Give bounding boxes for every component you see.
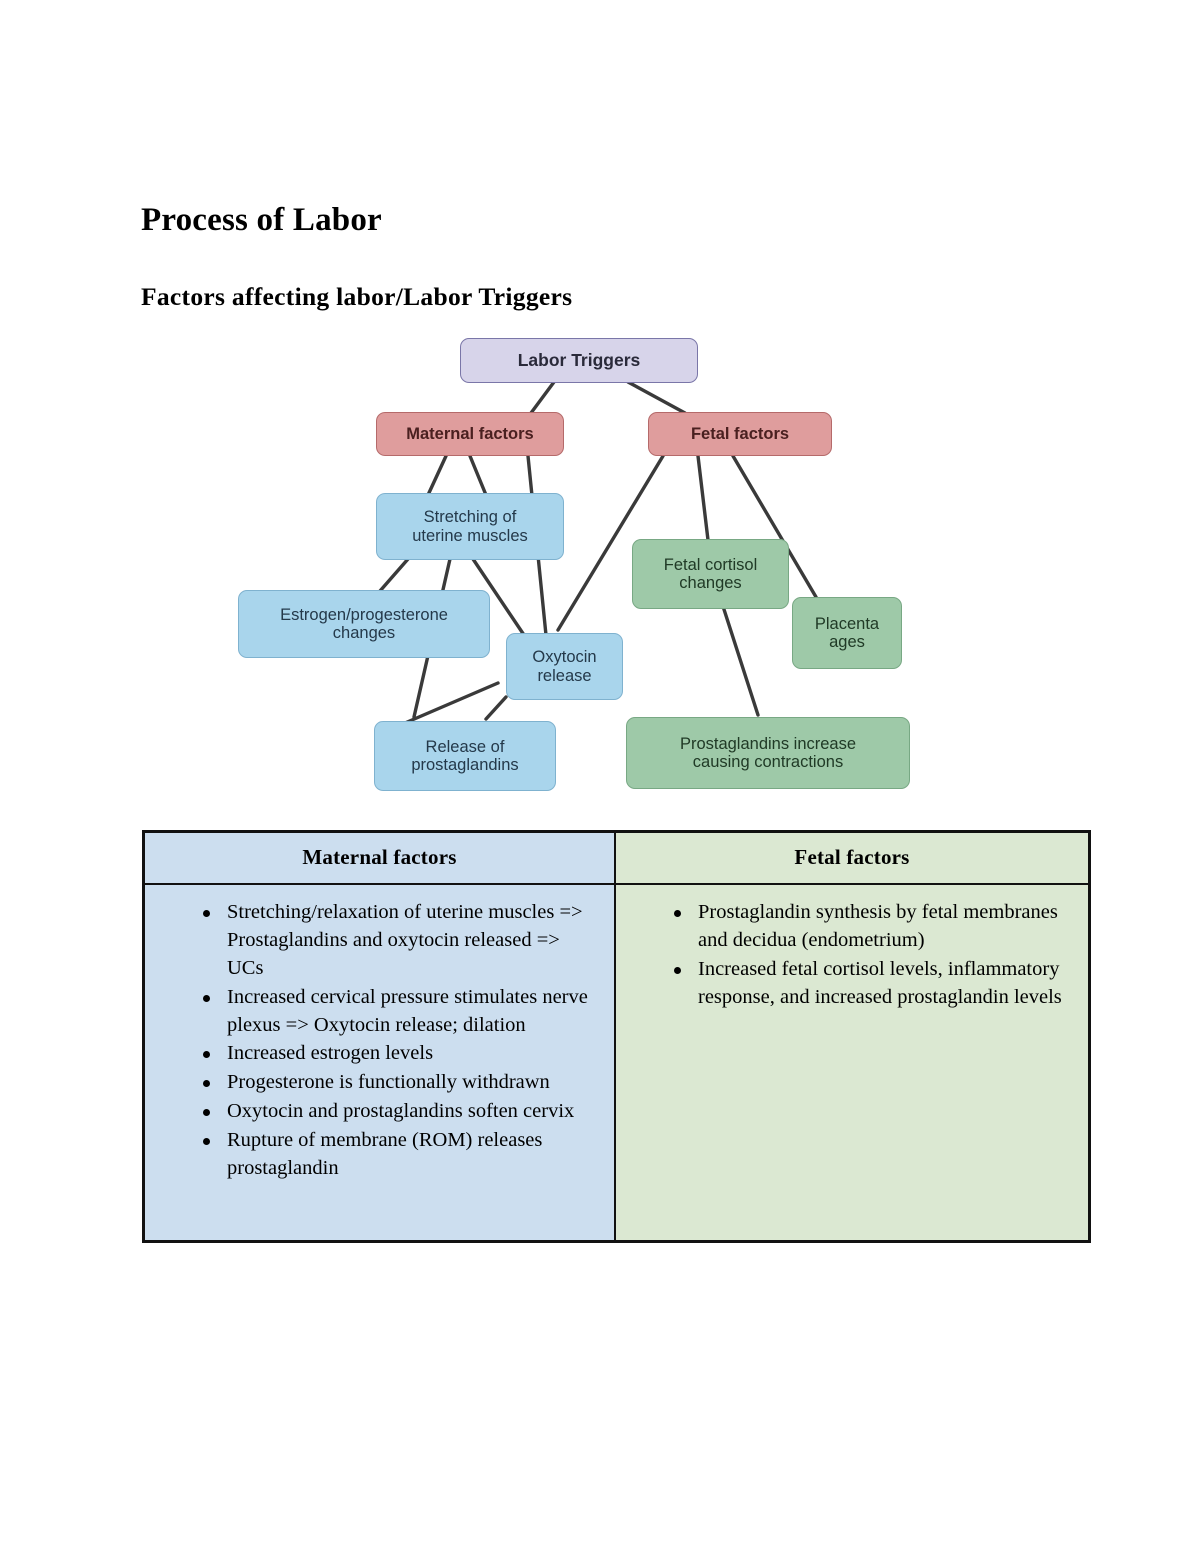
node-release-of-prostaglandins: Release of prostaglandins [374, 721, 556, 791]
list-item: Increased cervical pressure stimulates n… [203, 984, 600, 1040]
node-label: Placenta ages [814, 614, 880, 651]
node-prostaglandins-increase: Prostaglandins increase causing contract… [626, 717, 910, 789]
node-stretching-uterine-muscles: Stretching of uterine muscles [376, 493, 564, 560]
page-title: Process of Labor [141, 202, 382, 239]
node-label: Estrogen/progesterone changes [280, 605, 448, 642]
list-item: Prostaglandin synthesis by fetal membran… [674, 899, 1074, 955]
node-maternal-factors: Maternal factors [376, 412, 564, 456]
node-fetal-factors: Fetal factors [648, 412, 832, 456]
maternal-factors-list: Stretching/relaxation of uterine muscles… [145, 885, 614, 1198]
node-label: Fetal factors [690, 424, 790, 443]
list-item: Stretching/relaxation of uterine muscles… [203, 899, 600, 983]
node-estrogen-progesterone-changes: Estrogen/progesterone changes [238, 590, 490, 658]
node-label: Oxytocin release [532, 648, 597, 685]
list-item: Increased fetal cortisol levels, inflamm… [674, 956, 1074, 1012]
node-label: Prostaglandins increase causing contract… [679, 734, 857, 771]
node-oxytocin-release: Oxytocin release [506, 633, 623, 700]
list-item: Rupture of membrane (ROM) releases prost… [203, 1127, 600, 1183]
column-header-fetal-factors: Fetal factors [614, 830, 1091, 885]
fetal-factors-list: Prostaglandin synthesis by fetal membran… [616, 885, 1088, 1027]
labor-triggers-diagram: Labor Triggers Maternal factors Fetal fa… [228, 325, 928, 815]
cell-maternal-factors: Stretching/relaxation of uterine muscles… [142, 883, 616, 1243]
node-placenta-ages: Placenta ages [792, 597, 902, 669]
node-label: Labor Triggers [517, 349, 641, 370]
table-row: Stretching/relaxation of uterine muscles… [142, 883, 1091, 1243]
node-fetal-cortisol-changes: Fetal cortisol changes [632, 539, 789, 609]
table-header-row: Maternal factors Fetal factors [142, 830, 1091, 885]
node-label: Maternal factors [406, 424, 534, 443]
cell-fetal-factors: Prostaglandin synthesis by fetal membran… [614, 883, 1091, 1243]
list-item: Oxytocin and prostaglandins soften cervi… [203, 1098, 600, 1126]
section-heading: Factors affecting labor/Labor Triggers [141, 282, 573, 312]
factors-table: Maternal factors Fetal factors Stretchin… [142, 830, 1091, 1243]
list-item: Increased estrogen levels [203, 1040, 600, 1068]
node-labor-triggers: Labor Triggers [460, 338, 698, 383]
node-label: Fetal cortisol changes [663, 555, 758, 592]
node-label: Stretching of uterine muscles [412, 508, 528, 545]
list-item: Progesterone is functionally withdrawn [203, 1069, 600, 1097]
node-label: Release of prostaglandins [411, 737, 519, 774]
column-header-maternal-factors: Maternal factors [142, 830, 616, 885]
